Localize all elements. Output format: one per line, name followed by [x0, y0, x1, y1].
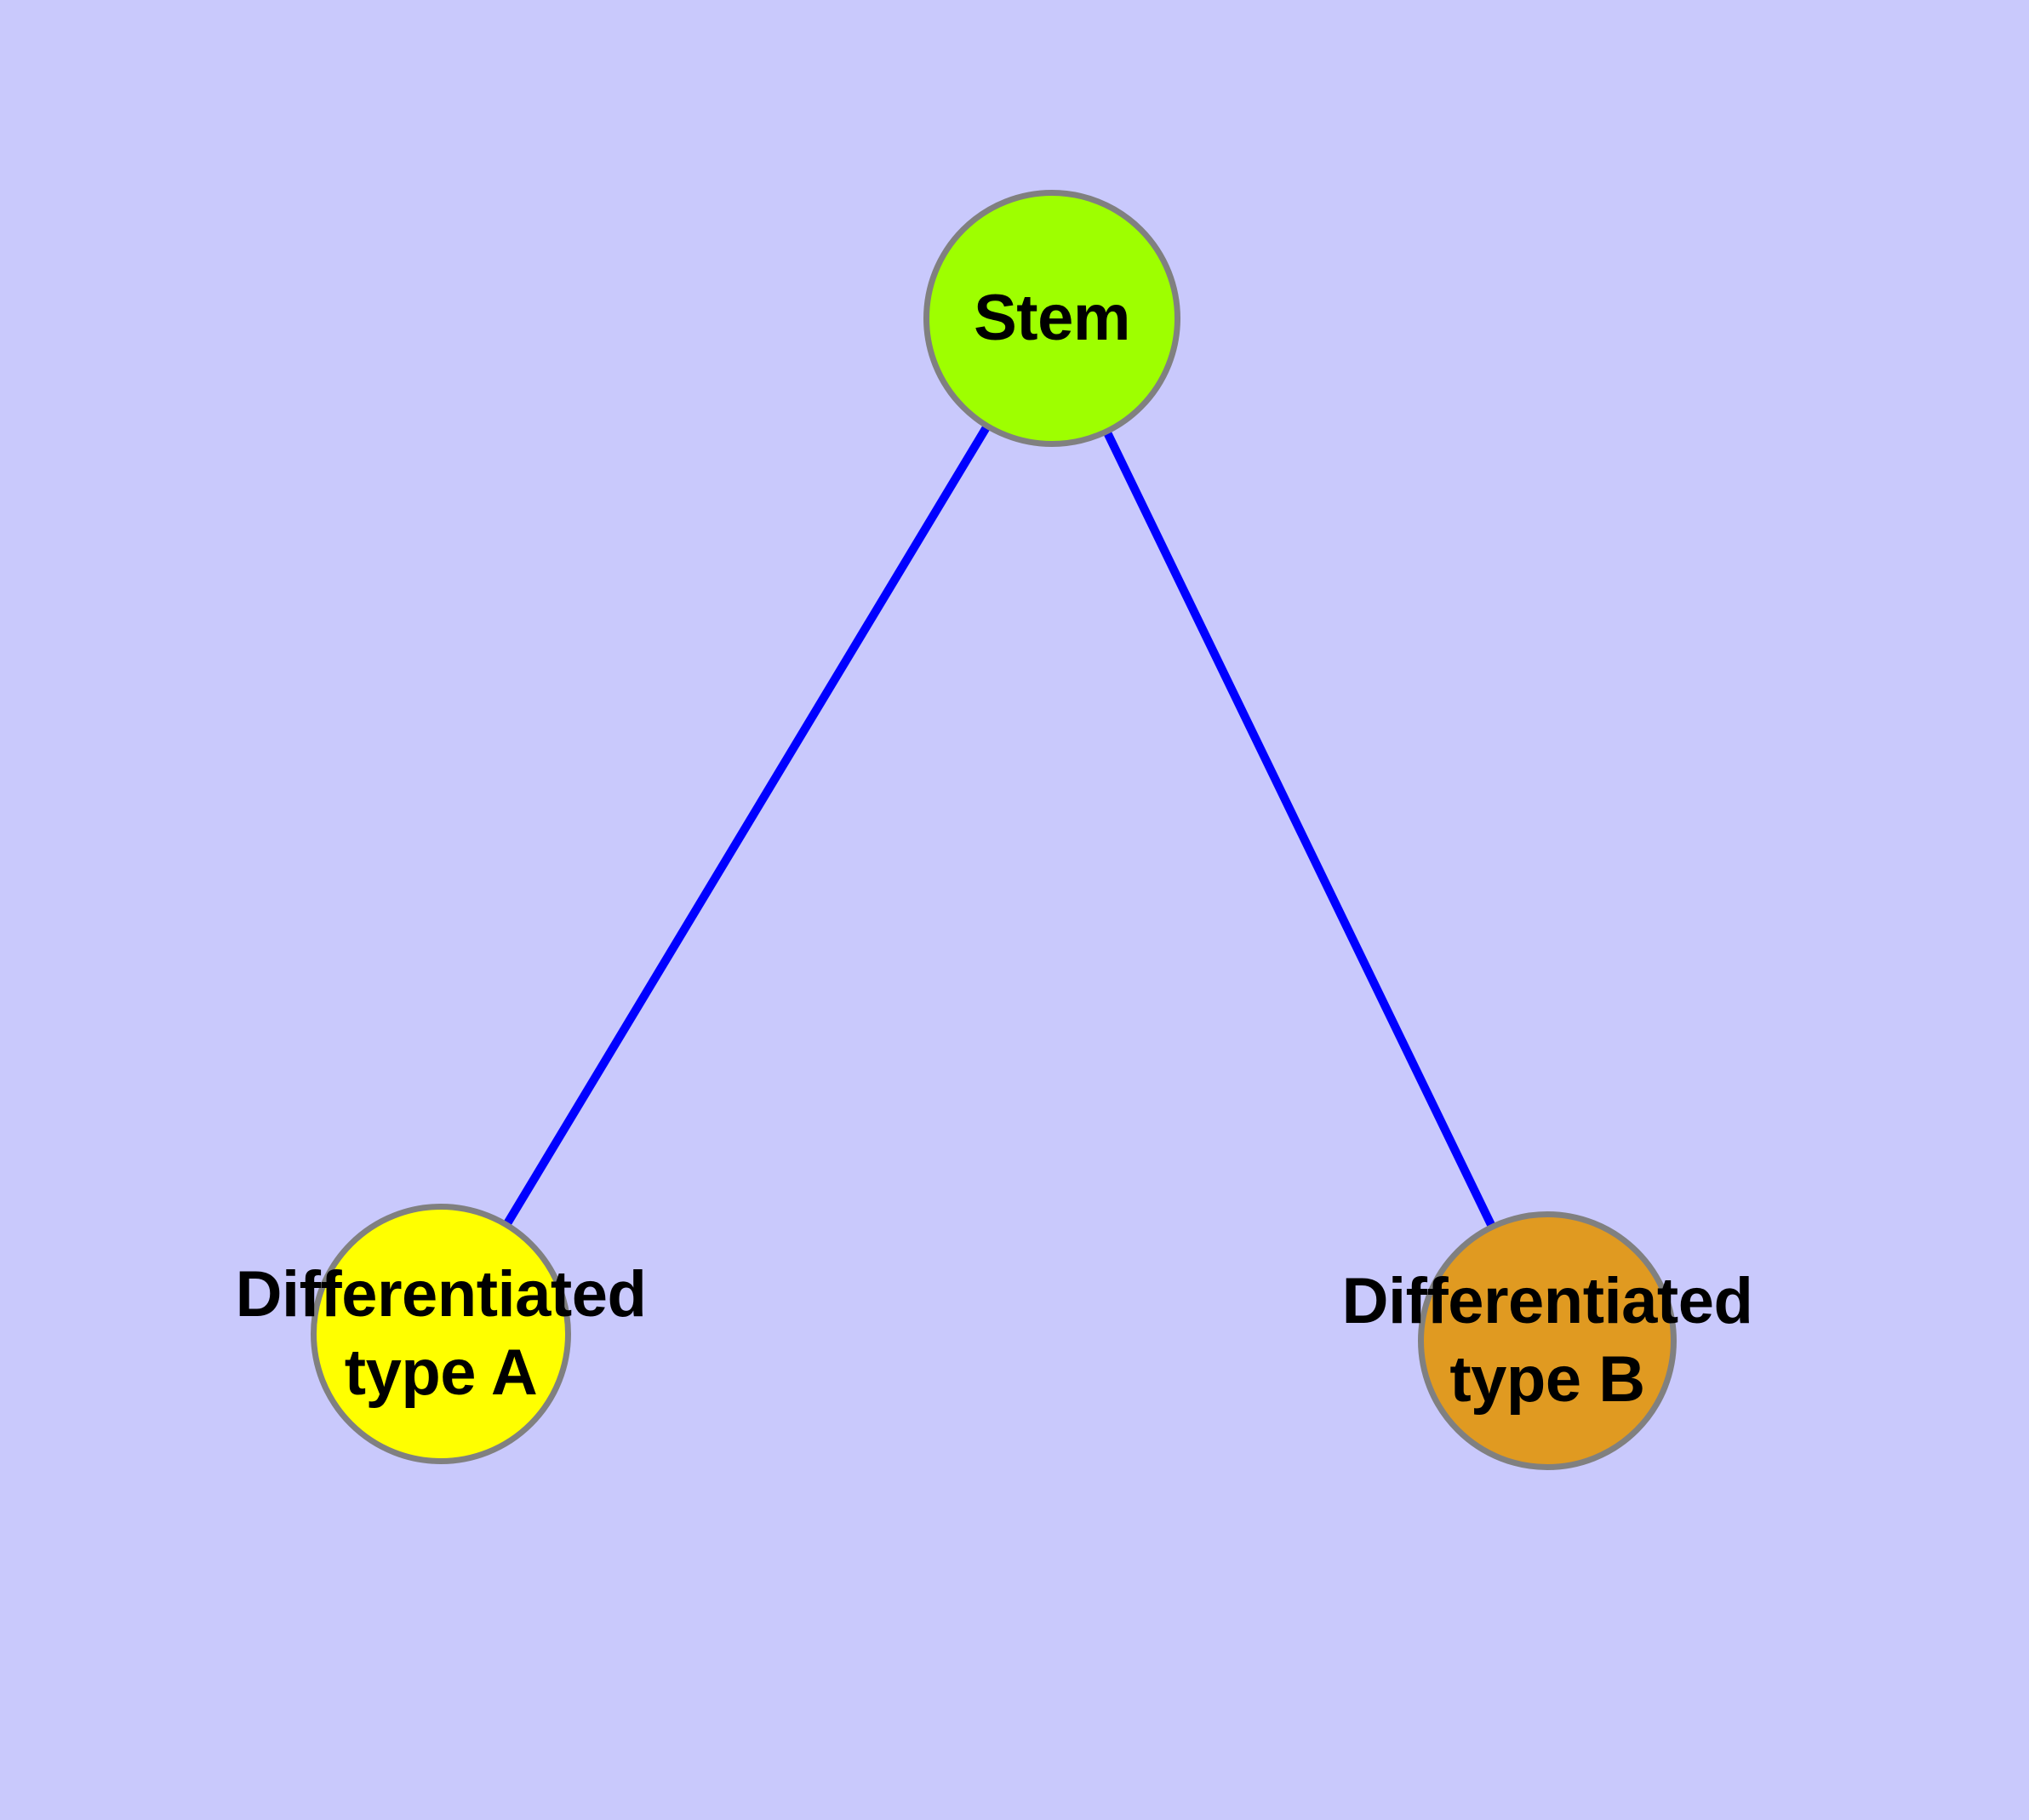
node-stem-label: Stem	[974, 282, 1130, 355]
node-differentiated-type-a[interactable]: Differentiated type A	[236, 1204, 647, 1464]
edge-stem-to-differentiated-type-a	[500, 419, 994, 1233]
node-stem[interactable]: Stem	[923, 190, 1180, 447]
edge-stem-to-differentiated-type-b	[1100, 424, 1499, 1234]
node-differentiated-type-b-label: Differentiated type B	[1341, 1265, 1753, 1416]
node-differentiated-type-b[interactable]: Differentiated type B	[1342, 1211, 1753, 1470]
node-differentiated-type-a-label: Differentiated type A	[235, 1258, 647, 1409]
